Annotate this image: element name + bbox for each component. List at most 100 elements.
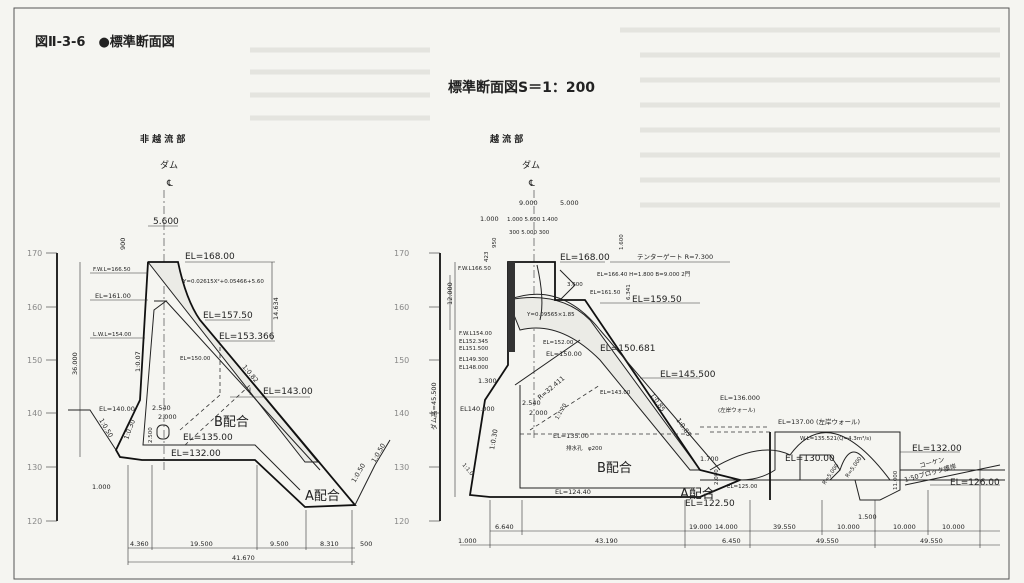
dim-label: 1.500	[858, 513, 877, 521]
elevation-label: EL=161.50	[590, 290, 621, 296]
slope-label: 1:0.50	[350, 462, 367, 484]
dam-label: ダム	[160, 159, 178, 171]
scale-tick: 120	[27, 517, 42, 526]
dim-label: 10.000	[837, 523, 860, 531]
curve-equation: Y=0.02615X²+0.05466+5.60	[182, 278, 264, 285]
dim-label: 14.634	[272, 297, 280, 320]
elevation-label: EL=153.366	[219, 332, 275, 342]
dam-height-label: ダム高=45.500	[429, 382, 438, 430]
water-level-label: F.W.L166.50	[458, 266, 491, 272]
dim-label: 2.000	[158, 413, 177, 421]
elevation-label: EL=140.00	[99, 405, 135, 413]
water-level-label: F.W.L154.00	[459, 331, 492, 337]
dim-label: 1.000	[92, 483, 111, 491]
elevation-label: EL=150.00	[546, 350, 582, 358]
dim-label: 423	[484, 251, 490, 262]
dim-label: 2.500	[148, 427, 154, 443]
slope-label: 1:0.50	[97, 417, 114, 439]
section-heading: 非 越 流 部	[140, 133, 185, 145]
elevation-label: EL=157.50	[203, 311, 253, 321]
dim-label: 950	[492, 237, 498, 248]
dim-label: 6.640	[495, 523, 514, 531]
elevation-label: EL=124.40	[555, 488, 591, 496]
dim-label: 19.000	[689, 523, 712, 531]
dim-label: 14.000	[715, 523, 738, 531]
concrete-mix-label: A配合	[305, 489, 340, 504]
elevation-label: EL152.345	[459, 339, 489, 345]
bleed-through-background	[250, 27, 1000, 208]
water-level-label: W.L=135.521(Q=4.3m³/s)	[800, 435, 871, 442]
dim-label: 900	[119, 238, 127, 250]
drawing-title: 標準断面図S＝1：200	[448, 79, 595, 96]
dim-label: 4.360	[130, 540, 149, 548]
scale-tick: 120	[394, 517, 409, 526]
dim-label: 10.000	[942, 523, 965, 531]
tainter-gate-label: テンターゲート R=7.300	[637, 252, 713, 261]
dim-label: 36.000	[71, 352, 79, 375]
dim-label: 6.450	[722, 537, 741, 545]
slope-label: 1:1.20	[555, 402, 569, 421]
dim-label: 49.550	[920, 537, 943, 545]
dim-label: 8.310	[320, 540, 339, 548]
water-level-label: L.W.L=154.00	[93, 332, 132, 338]
dim-label: 1.000 5.600 1.400	[507, 217, 558, 223]
dim-label: 2.000	[529, 409, 548, 417]
dim-label: 1.700	[700, 455, 719, 463]
dim-label: 3.600	[567, 282, 583, 288]
elevation-label: EL=161.00	[95, 292, 131, 300]
elevation-label: EL=150.00	[180, 356, 211, 362]
dim-label: 300 5.000 300	[509, 230, 550, 236]
dim-label: 41.670	[232, 554, 255, 562]
gate-spec-label: EL=166.40 H=1.800 B=9.000 2門	[597, 271, 691, 278]
scale-tick: 170	[394, 249, 409, 258]
elevation-label: EL=122.50	[685, 499, 735, 509]
scale-tick: 170	[27, 249, 42, 258]
dim-label: 5.000	[560, 199, 579, 207]
elevation-label: EL=136.000	[720, 394, 760, 402]
elevation-label: EL=137.00 (左岸ウォール)	[778, 417, 860, 426]
dim-label: 43.190	[595, 537, 618, 545]
elevation-label: EL=143.00	[263, 387, 313, 397]
dim-label: 39.550	[773, 523, 796, 531]
slope-label: 1:0.30	[488, 428, 499, 450]
dim-label: 11.000	[893, 470, 899, 490]
dim-label: 9.500	[270, 540, 289, 548]
water-level-label: F.W.L=166.50	[93, 267, 131, 273]
slope-label: 1:0.50	[370, 442, 387, 464]
centerline-symbol: ℄	[166, 179, 173, 189]
dim-label: 2.000	[714, 469, 720, 485]
dim-label: 19.500	[190, 540, 213, 548]
elevation-label: EL148.000	[459, 365, 489, 371]
non-overflow-section: 非 越 流 部 ダム ℄ 5.600 900 EL=168.00 F.W.L=1…	[68, 133, 391, 565]
elevation-label: EL=130.00	[785, 454, 835, 464]
section-heading: 越 流 部	[489, 133, 523, 145]
scale-tick: 130	[394, 463, 409, 472]
dim-label: 9.000	[519, 199, 538, 207]
dim-label: 1.300	[478, 377, 497, 385]
drain-hole-label: 排水孔 φ200	[566, 444, 603, 452]
curve-equation: Y=0.09565×1.85	[526, 312, 575, 318]
overflow-section: 越 流 部 ダム ℄ 9.000 5.000 1.000 1.000 5.600…	[429, 133, 1005, 548]
dim-label: 10.000	[893, 523, 916, 531]
dam-label: ダム	[522, 159, 540, 171]
scale-tick: 150	[27, 356, 42, 365]
elevation-scale-right: 170 160 150 140 130 120	[394, 249, 441, 526]
dim-label: 1.000	[480, 215, 499, 223]
wall-label: (左岸ウォール)	[718, 406, 755, 414]
dim-label: 6.341	[626, 284, 632, 300]
elevation-label: EL=168.00	[185, 252, 235, 262]
scale-tick: 130	[27, 463, 42, 472]
radius-label: R=32.411	[536, 374, 566, 401]
elevation-scale-left: 170 160 150 140 130 120	[27, 249, 58, 526]
dim-label: 2.540	[152, 404, 171, 412]
elevation-label: EL=135.00	[183, 433, 233, 443]
dim-label: 1.600	[619, 234, 625, 250]
elevation-label: EL=168.00	[560, 253, 610, 263]
scale-tick: 140	[394, 409, 409, 418]
dim-label: 500	[360, 540, 372, 548]
figure-label: 図Ⅱ-3-6 ●標準断面図	[35, 34, 175, 50]
dim-label: 5.600	[153, 217, 179, 227]
elevation-label: EL=159.50	[632, 295, 682, 305]
radius-label: R=5.000	[822, 462, 841, 486]
